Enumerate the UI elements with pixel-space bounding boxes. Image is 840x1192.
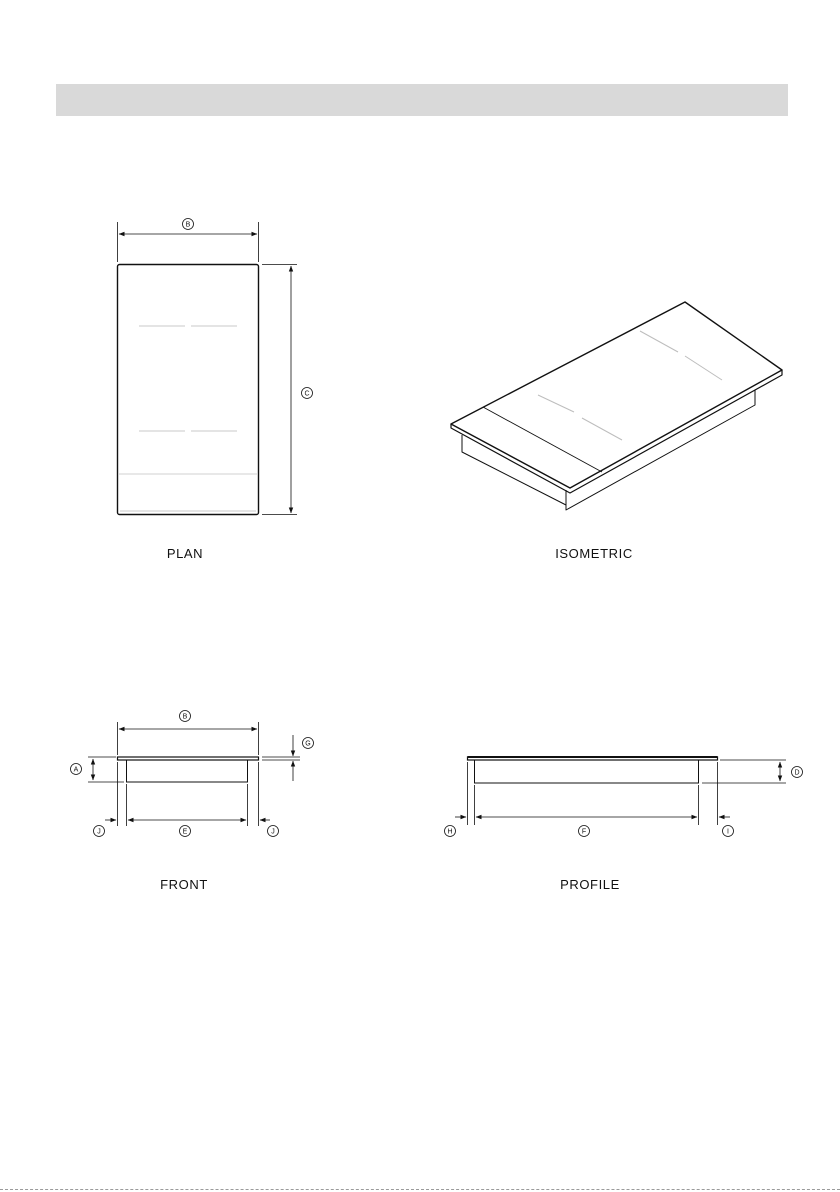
iso-zone-line — [640, 331, 678, 352]
page-bottom-rule — [0, 1189, 840, 1190]
view-label-plan: PLAN — [167, 546, 203, 561]
dim-letter-f: F — [582, 829, 586, 836]
front-view — [88, 722, 300, 826]
dim-letter-a: A — [74, 767, 79, 774]
profile-view — [455, 757, 786, 825]
profile-body — [475, 760, 699, 783]
dim-letter-i: I — [727, 829, 729, 836]
iso-glass-top — [451, 302, 782, 488]
view-label-isometric: ISOMETRIC — [555, 546, 633, 561]
view-label-front: FRONT — [160, 877, 208, 892]
iso-zone-line — [582, 418, 622, 440]
iso-control-strip — [483, 407, 602, 472]
dim-letter-h: H — [447, 829, 452, 836]
dim-letter-e: E — [183, 829, 188, 836]
dim-letter-c: C — [304, 391, 309, 398]
dim-letter-b: B — [183, 714, 188, 721]
front-body — [127, 760, 248, 782]
iso-body — [462, 390, 755, 510]
plan-outline — [118, 265, 259, 515]
iso-glass-edge — [451, 370, 782, 493]
isometric-view — [451, 302, 782, 510]
dim-letter-d: D — [794, 770, 799, 777]
plan-view — [118, 222, 298, 515]
iso-zone-line — [685, 356, 722, 380]
view-label-profile: PROFILE — [560, 877, 620, 892]
iso-zone-line — [538, 395, 574, 412]
dim-letter-j: J — [271, 829, 275, 836]
dim-letter-b: B — [186, 222, 191, 229]
dim-letter-j: J — [97, 829, 101, 836]
dim-letter-g: G — [305, 741, 310, 748]
